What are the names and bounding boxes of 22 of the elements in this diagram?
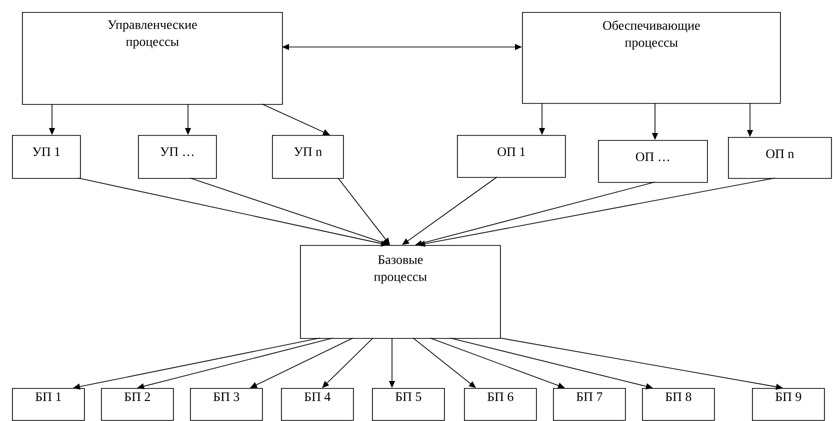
subprocess-box: БП 4 (281, 388, 354, 421)
arrow (338, 178, 390, 245)
process-box: Базовые процессы (300, 245, 501, 339)
arrow (402, 176, 498, 245)
subprocess-box: БП 8 (642, 388, 715, 421)
subprocess-box: УП n (272, 135, 344, 179)
subprocess-box: БП 6 (464, 388, 537, 421)
subprocess-box: БП 3 (190, 388, 263, 421)
subprocess-box: БП 9 (752, 388, 825, 421)
subprocess-box: УП 1 (12, 135, 81, 179)
subprocess-box: ОП … (598, 140, 708, 183)
subprocess-box: БП 5 (372, 388, 445, 421)
process-box: Управленческие процессы (22, 12, 283, 105)
subprocess-box: БП 2 (101, 388, 174, 421)
subprocess-box: ОП n (728, 137, 832, 179)
subprocess-box: УП … (138, 135, 217, 179)
subprocess-box: ОП 1 (457, 135, 566, 178)
arrow (322, 338, 374, 388)
arrow (412, 338, 476, 388)
subprocess-box: БП 7 (553, 388, 626, 421)
subprocess-box: БП 1 (12, 388, 85, 421)
process-box: Обеспечивающие процессы (522, 12, 781, 104)
